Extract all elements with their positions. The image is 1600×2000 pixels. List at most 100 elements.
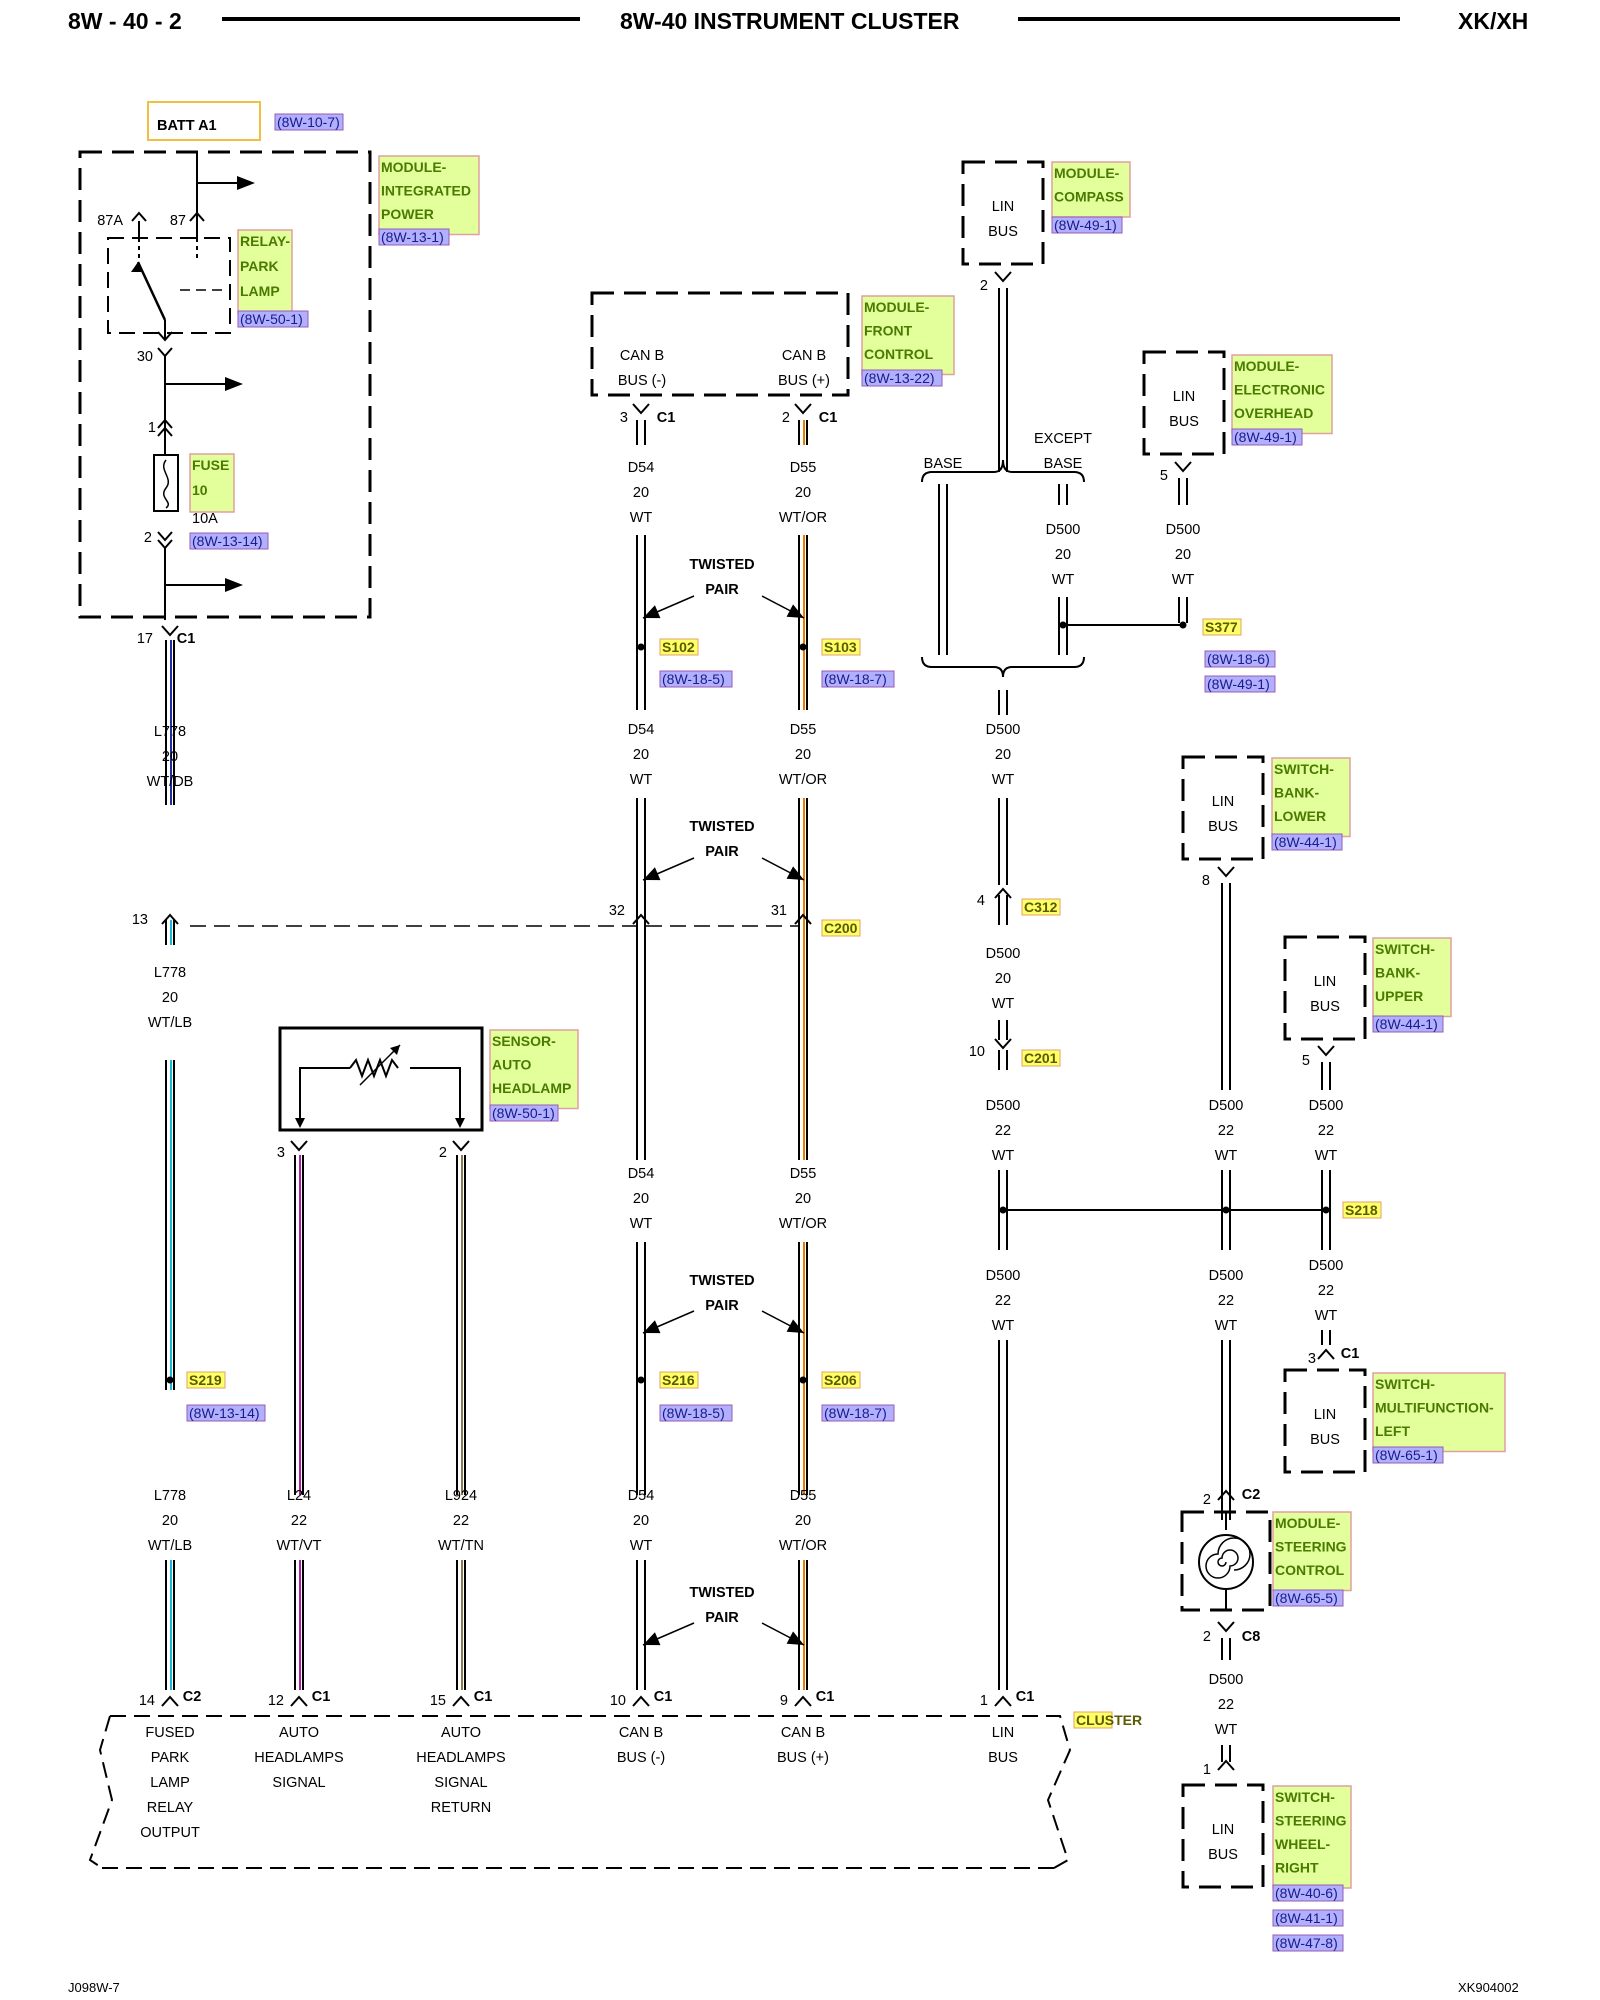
- s219-ref-bg: [186, 1404, 266, 1422]
- d55-label-3: WT/OR: [779, 1216, 827, 1232]
- cluster-pin-label: LIN: [992, 1725, 1015, 1741]
- d500-sw-upper-label: 22: [1318, 1123, 1334, 1139]
- tipm-title: POWER: [381, 206, 434, 222]
- cluster-pin-connector: C2: [183, 1689, 202, 1705]
- relay-pin-87-mark: [189, 211, 205, 222]
- d55-label-1: D55: [790, 460, 817, 476]
- c200-pin-31-mark: [794, 913, 812, 925]
- sw-upper-pin-mark: [1317, 1045, 1335, 1057]
- d500-scm-label: 22: [1218, 1697, 1234, 1713]
- cluster-pin-label: SIGNAL: [434, 1775, 487, 1791]
- d500-sw-lower-label-2: D500: [1209, 1268, 1244, 1284]
- cluster-pin-connector: C1: [312, 1689, 331, 1705]
- footer-right-code: XK904002: [1458, 1980, 1519, 1995]
- cluster-pin-mark: [632, 1695, 650, 1707]
- cluster-pin-label: RELAY: [147, 1800, 194, 1816]
- s219-label-bg: [186, 1371, 226, 1389]
- tipm-title-bg: [378, 155, 480, 236]
- s216-ref: (8W-18-5): [662, 1405, 725, 1421]
- sensor-variable-arrow: [359, 1044, 401, 1086]
- batt-ref-bg: [274, 113, 344, 131]
- d500-label-3: D500: [986, 1098, 1021, 1114]
- relay-ref-bg: [237, 310, 309, 328]
- sw-lower-ref-bg: [1271, 833, 1343, 851]
- wire-l778-lb2-label: WT/LB: [148, 1538, 192, 1554]
- wire-l778-lb-label: L778: [154, 965, 186, 981]
- twisted-pair-arrow-right-head: [786, 604, 804, 618]
- sw-swr-ref-3-bg: [1272, 1934, 1344, 1952]
- cluster-pin-number: 15: [430, 1693, 446, 1709]
- d500-scm-label: WT: [1215, 1722, 1238, 1738]
- c312-pin: 4: [977, 893, 985, 909]
- s377-dot-right: [1179, 621, 1187, 629]
- d500-sw-lower-label: 22: [1218, 1123, 1234, 1139]
- sensor-pin-3: 3: [277, 1145, 285, 1161]
- cluster-pin-number: 1: [980, 1693, 988, 1709]
- compass-pin-2: 2: [980, 278, 988, 294]
- s377-ref-2: (8W-49-1): [1207, 676, 1270, 692]
- sw-swr-ref-2: (8W-41-1): [1275, 1910, 1338, 1926]
- d500-scm-label: D500: [1209, 1672, 1244, 1688]
- sw-swr-pin: 1: [1203, 1762, 1211, 1778]
- s103-ref-bg: [821, 670, 895, 688]
- cluster-pin-label: CAN B: [781, 1725, 825, 1741]
- sw-swr-box: [1181, 1783, 1265, 1889]
- twisted-pair-label: TWISTED: [689, 1273, 754, 1289]
- relay-title: RELAY-: [240, 233, 290, 249]
- twisted-pair-arrow-left-head: [643, 605, 661, 619]
- fuse-title: 10: [192, 482, 208, 498]
- except-base-label: EXCEPT: [1034, 431, 1092, 447]
- cluster-pin-mark: [161, 1695, 179, 1707]
- wire-l24-label: L24: [287, 1488, 311, 1504]
- sw-swr-title: SWITCH-: [1275, 1789, 1335, 1805]
- s206-label: S206: [824, 1372, 857, 1388]
- d500-sw-lower-label-2: WT: [1215, 1318, 1238, 1334]
- sw-lower-pin: 8: [1202, 873, 1210, 889]
- compass-ref: (8W-49-1): [1054, 217, 1117, 233]
- page-title: 8W-40 INSTRUMENT CLUSTER: [620, 8, 960, 34]
- fuse-pin-out-mark: [157, 531, 173, 542]
- c312-label-bg: [1021, 898, 1061, 916]
- cluster-pin-label: OUTPUT: [140, 1825, 200, 1841]
- s377-label-bg: [1202, 618, 1242, 636]
- d500-eom-label: WT: [1172, 572, 1195, 588]
- s102-dot: [637, 643, 645, 651]
- d54-label-1: 20: [633, 485, 649, 501]
- d500-label-1: 20: [995, 747, 1011, 763]
- sw-upper-title: SWITCH-: [1375, 941, 1435, 957]
- fcm-inner-left: CAN B: [620, 348, 664, 364]
- sw-upper-ref: (8W-44-1): [1375, 1016, 1438, 1032]
- c200-label: C200: [824, 920, 858, 936]
- fcm-ref: (8W-13-22): [864, 370, 935, 386]
- d500-sw-upper-label-2: 22: [1318, 1283, 1334, 1299]
- d500-except-label: D500: [1046, 522, 1081, 538]
- d500-label-2: 20: [995, 971, 1011, 987]
- fcm-inner-right: BUS (+): [778, 373, 830, 389]
- d55-label-3: D55: [790, 1166, 817, 1182]
- cluster-pin-number: 9: [780, 1693, 788, 1709]
- compass-box: [961, 160, 1045, 266]
- fcm-pin-3-mark: [632, 403, 650, 415]
- twisted-pair-label: PAIR: [705, 844, 739, 860]
- sw-mfl-pin-mark: [1317, 1348, 1335, 1360]
- d500-eom-label: 20: [1175, 547, 1191, 563]
- d55-label-4: WT/OR: [779, 1538, 827, 1554]
- s216-dot: [637, 1376, 645, 1384]
- s218-label-bg: [1342, 1201, 1382, 1219]
- cluster-pin-connector: C1: [1016, 1689, 1035, 1705]
- d500-label-1: D500: [986, 722, 1021, 738]
- s219-dot: [166, 1376, 174, 1384]
- tipm-ref-bg: [378, 228, 450, 246]
- c200-pin-31: 31: [771, 903, 787, 919]
- s218-dot-2: [1222, 1206, 1230, 1214]
- s377-ref-2-bg: [1204, 675, 1276, 693]
- footer-left-code: J098W-7: [68, 1980, 120, 1995]
- page-number: 8W - 40 - 2: [68, 8, 182, 34]
- twisted-pair-arrow-left-head: [643, 1632, 661, 1646]
- sw-lower-title-bg: [1271, 757, 1351, 838]
- diagram-labels: BATT A1(8W-10-7)MODULE-INTEGRATEDPOWER(8…: [97, 114, 1494, 1951]
- s103-label-bg: [821, 638, 861, 656]
- cluster-pin-label: CAN B: [619, 1725, 663, 1741]
- s216-label: S216: [662, 1372, 695, 1388]
- s216-label-bg: [659, 1371, 699, 1389]
